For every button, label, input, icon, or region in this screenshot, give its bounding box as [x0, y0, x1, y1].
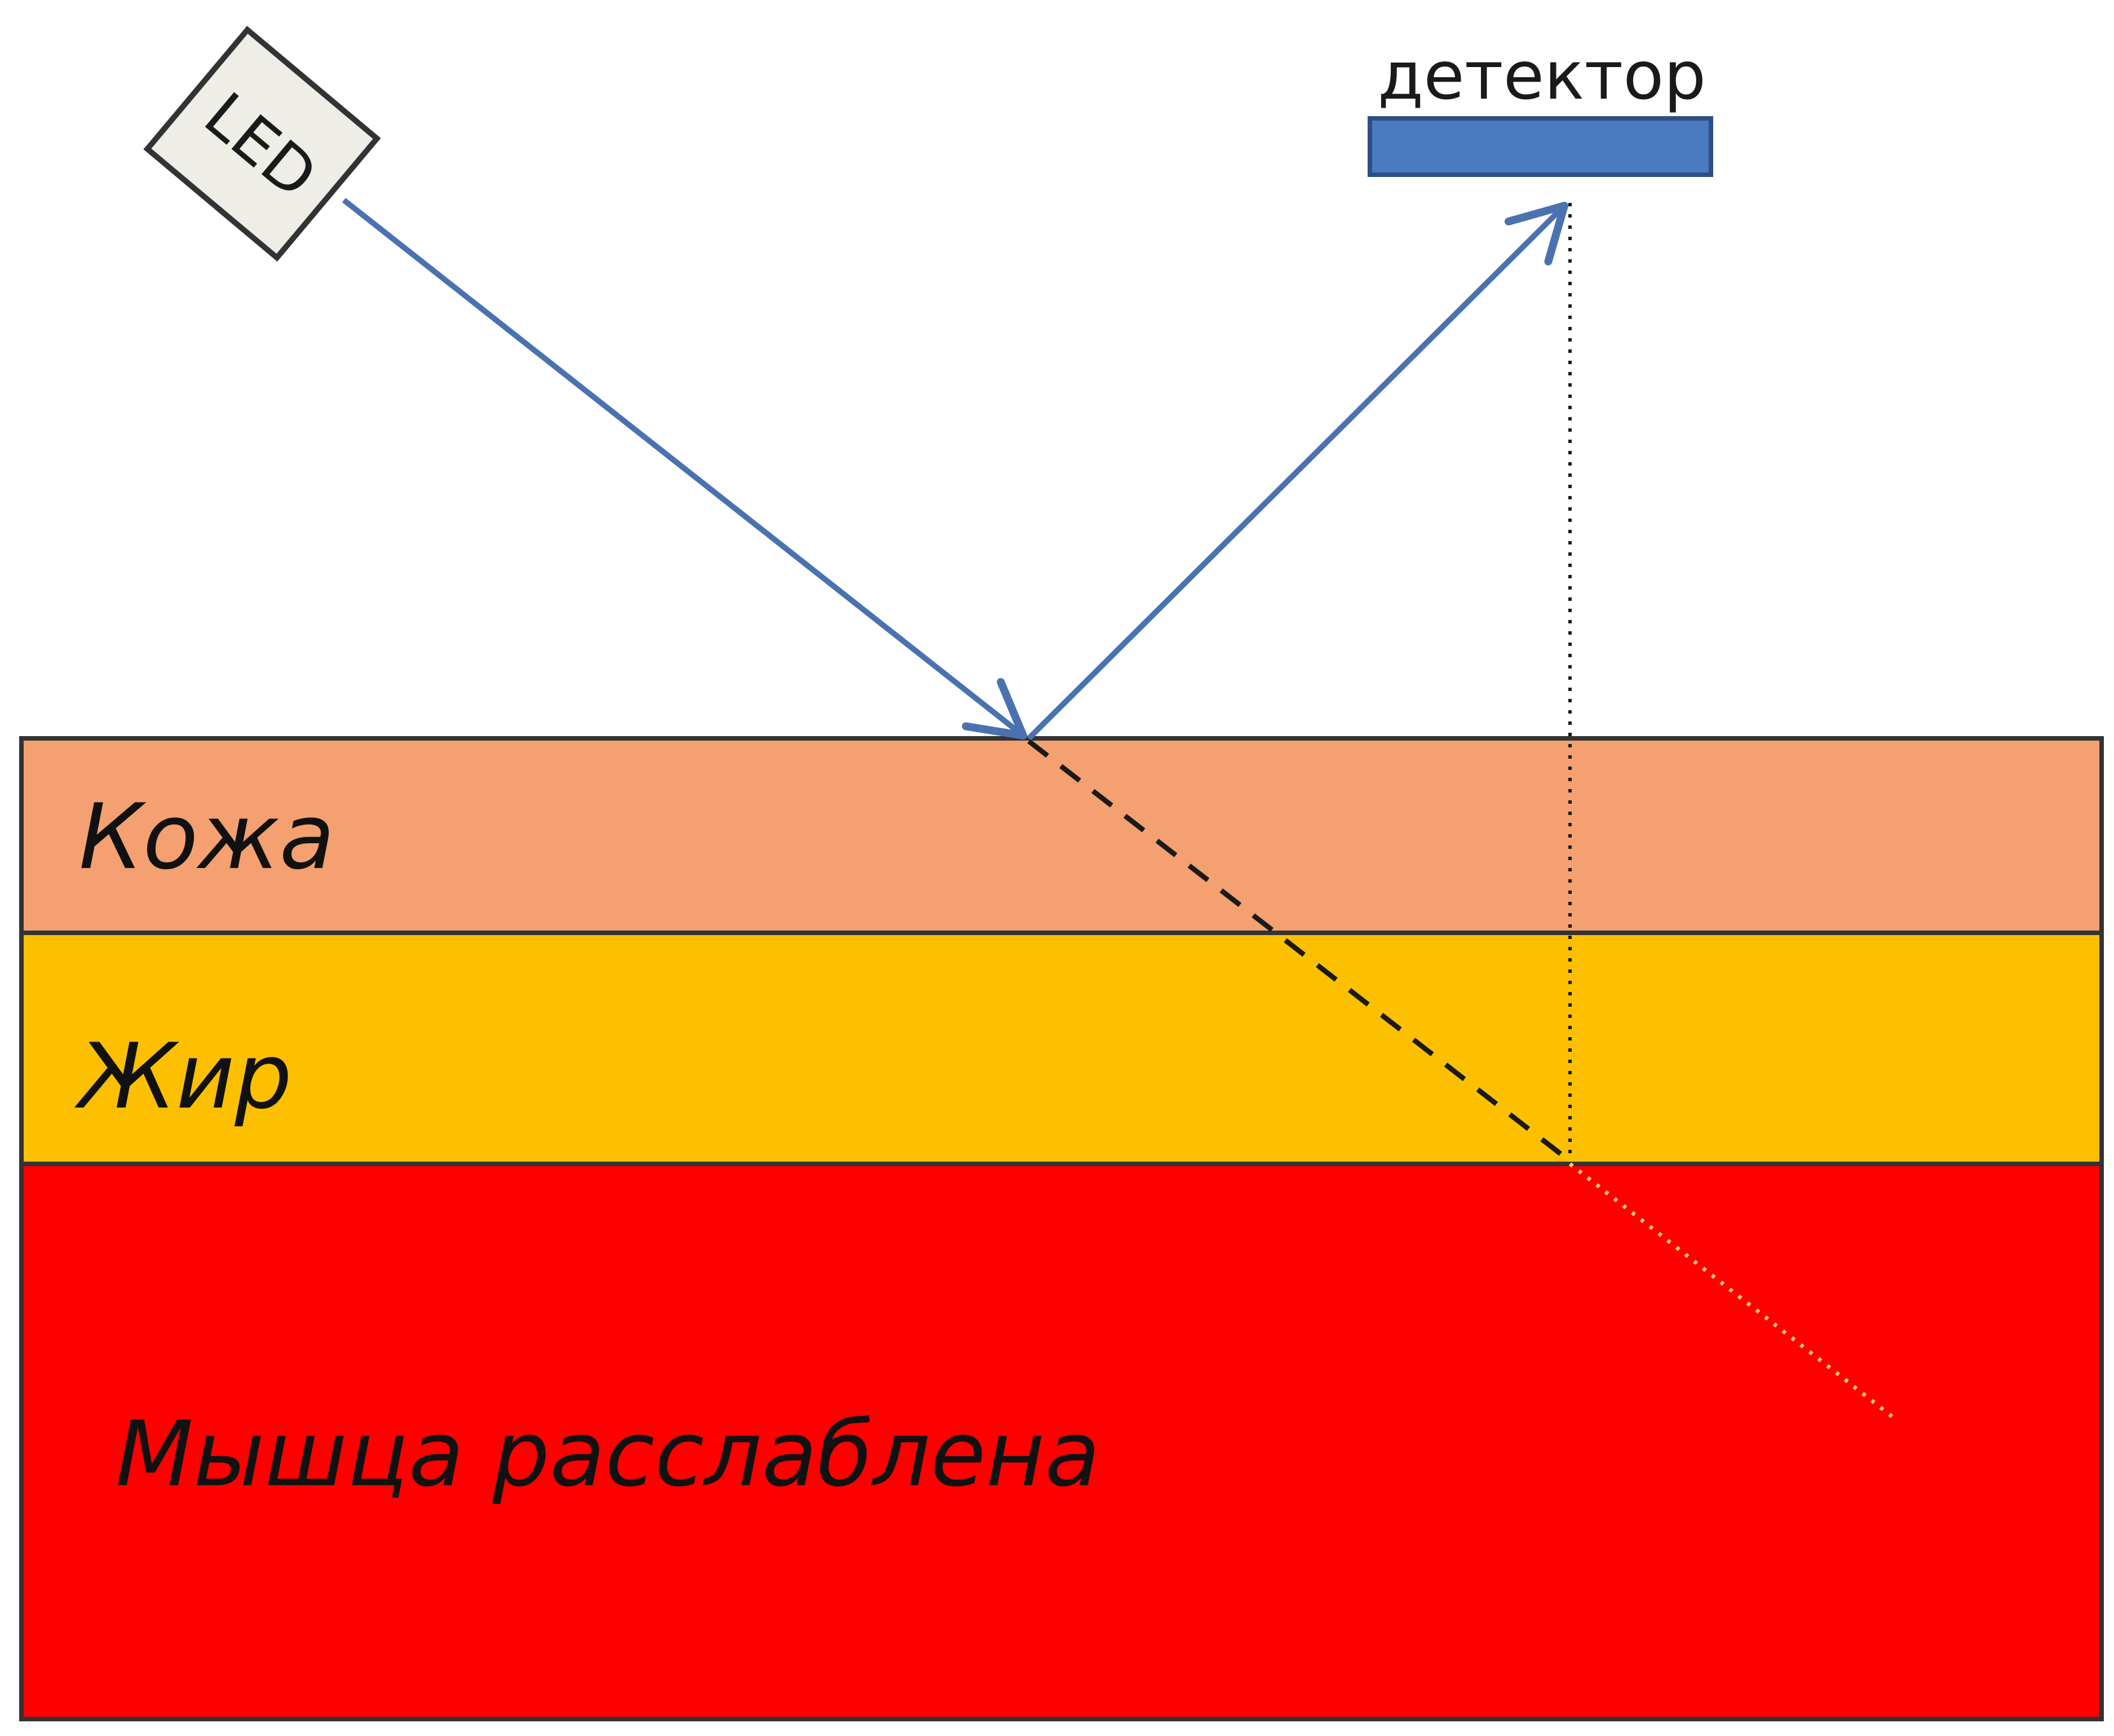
detector-label: детектор: [1378, 37, 1706, 114]
fat-label: Жир: [74, 1024, 292, 1129]
detector-bar: [1368, 116, 1713, 177]
incident-beam-arrow: [342, 198, 1027, 739]
muscle-path-dotted: [1568, 1162, 1899, 1422]
led-source: LED: [143, 25, 381, 262]
muscle-layer: [19, 1162, 2104, 1721]
skin-layer: [19, 736, 2104, 935]
fat-layer: [19, 931, 2104, 1166]
muscle-label: Мышца расслаблена: [116, 1401, 1100, 1507]
refracted-path-dashed: [1027, 739, 1572, 1163]
reflected-beam-arrow: [1027, 202, 1568, 741]
led-box: [143, 25, 381, 262]
skin-label: Кожа: [79, 784, 335, 889]
